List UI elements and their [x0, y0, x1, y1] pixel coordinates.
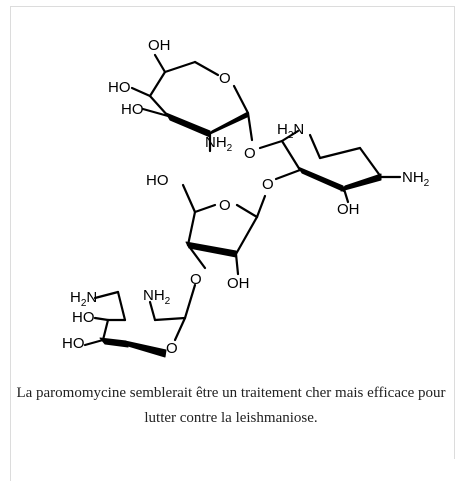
wedge-bond [297, 166, 346, 193]
bond [186, 210, 197, 247]
atom-nh2: NH2 [402, 169, 430, 189]
wedge-bond [185, 241, 237, 258]
wedge-bond [207, 111, 249, 136]
bond [318, 146, 362, 160]
atom-oh: OH [337, 201, 360, 218]
bond [148, 94, 170, 118]
bond [148, 300, 157, 322]
atom-ho: HO [108, 79, 131, 96]
atom-o-ring: O [166, 340, 178, 357]
bond [93, 316, 110, 322]
wedge-bond [340, 173, 382, 192]
bond [232, 84, 250, 115]
atom-o-link: O [244, 145, 256, 162]
ring-4-bonds [83, 283, 197, 347]
bond [183, 283, 197, 320]
figure-frame [10, 6, 455, 459]
bond [234, 215, 259, 256]
figure-caption: La paromomycine semblerait être un trait… [16, 385, 446, 426]
bond [308, 133, 322, 160]
bond [246, 111, 254, 142]
figure-frame-left-edge [10, 6, 11, 481]
atom-oh: OH [148, 37, 171, 54]
atom-nh2: NH2 [143, 287, 171, 307]
atom-ho: HO [121, 101, 144, 118]
bond [280, 129, 300, 143]
atom-oh: OH [227, 275, 250, 292]
bond [141, 107, 170, 118]
bond [193, 203, 217, 214]
wedge-bond [99, 337, 129, 348]
bond [83, 338, 105, 347]
bond [255, 194, 267, 219]
bond [258, 139, 284, 150]
atom-h2n: H2N [70, 289, 97, 309]
bond [93, 290, 120, 300]
wedge-bond [124, 340, 167, 358]
atom-ho: HO [146, 172, 169, 189]
ring-2-bonds [258, 129, 402, 204]
bond [193, 60, 220, 77]
bond [358, 146, 383, 179]
paromomycin-structure: OH HO O HO NH2 O H2N NH2 O HO O OH O OH … [62, 37, 430, 358]
bond [130, 86, 152, 98]
bond [153, 316, 187, 322]
atom-nh2: NH2 [205, 134, 233, 154]
bond [274, 168, 302, 181]
atom-ho: HO [62, 335, 85, 352]
atom-ho: HO [72, 309, 95, 326]
bond [163, 60, 197, 74]
ring-1-bonds [130, 53, 254, 153]
bond [173, 316, 187, 342]
atom-o-link: O [190, 271, 202, 288]
bond [148, 70, 167, 98]
bond [235, 203, 259, 219]
atom-o-link: O [262, 176, 274, 193]
bond [116, 290, 127, 322]
atom-o-ring: O [219, 70, 231, 87]
bond [101, 318, 110, 342]
bond [153, 53, 167, 74]
atom-h2n: H2N [277, 121, 304, 141]
bond [181, 183, 197, 214]
wedge-bond [165, 112, 211, 138]
atom-o-ring: O [219, 197, 231, 214]
bond [280, 139, 302, 172]
